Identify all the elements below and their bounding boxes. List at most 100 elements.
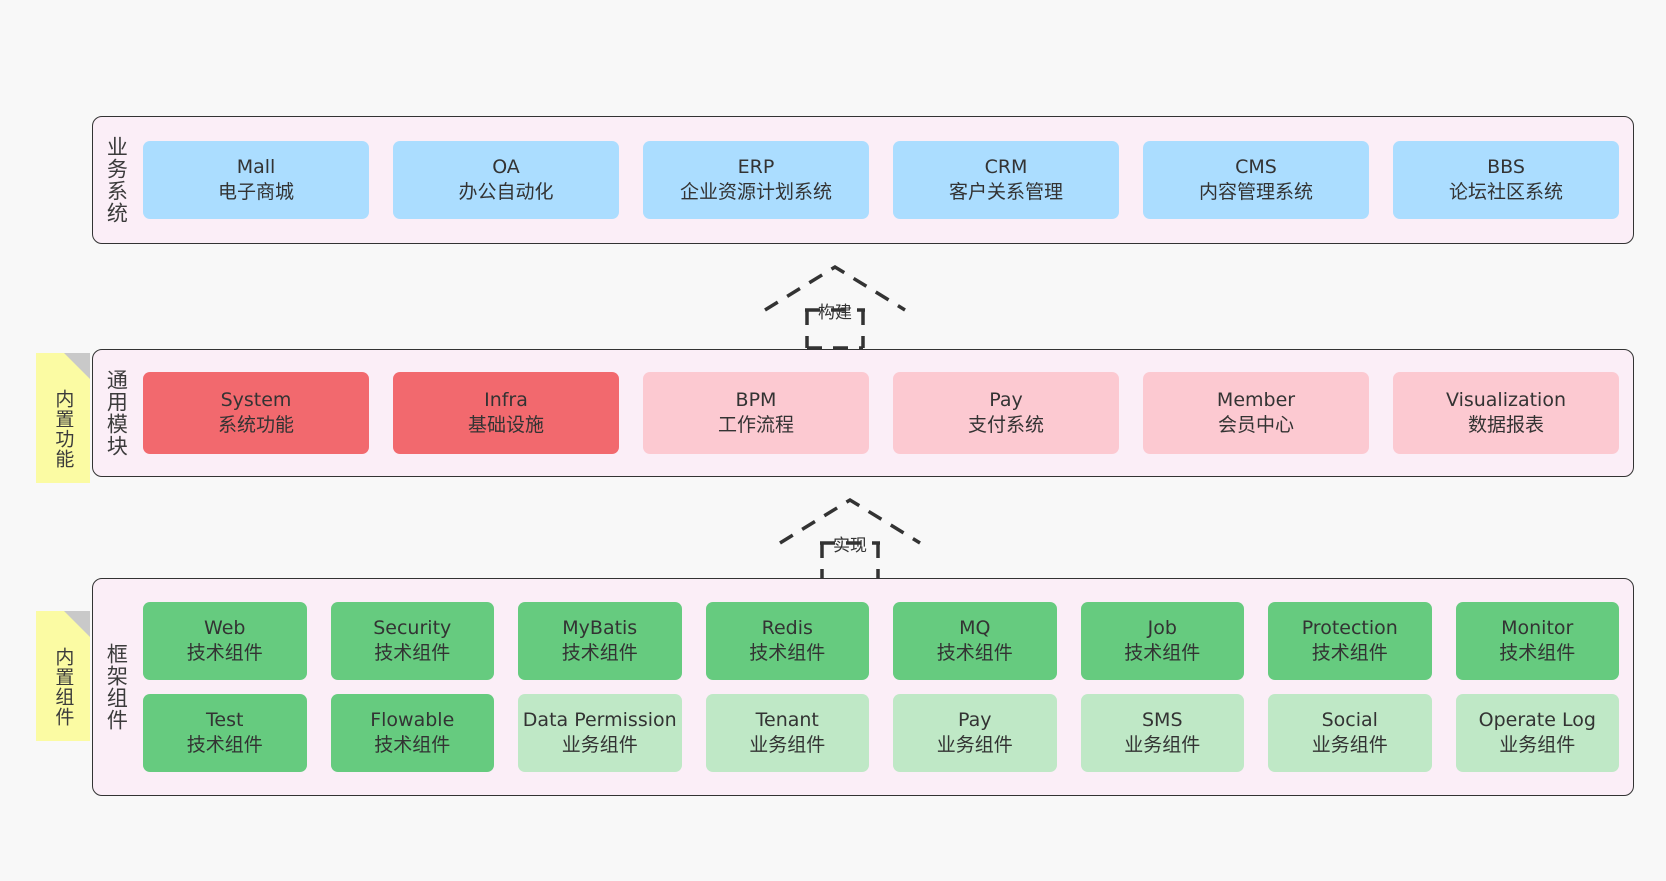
connector-label-build: 构建: [818, 303, 852, 323]
module-name: MQ: [959, 617, 991, 640]
module-subtitle: 技术组件: [186, 642, 263, 664]
module-box-bpm[interactable]: BPM 工作流程: [643, 372, 869, 454]
module-row: Web 技术组件 Security 技术组件 MyBatis 技术组件 Redi…: [143, 602, 1619, 680]
module-box-system[interactable]: System 系统功能: [143, 372, 369, 454]
module-name: Mall: [236, 156, 276, 179]
arrow-shaft: [805, 310, 865, 350]
module-box-test[interactable]: Test 技术组件: [143, 694, 307, 772]
module-name: Web: [204, 617, 246, 640]
layer-framework-components: 框架组件 Web 技术组件 Security 技术组件 MyBatis 技术组件…: [92, 578, 1634, 796]
module-box-monitor[interactable]: Monitor 技术组件: [1455, 602, 1619, 680]
module-box-operate-log[interactable]: Operate Log 业务组件: [1455, 694, 1619, 772]
module-name: Pay: [989, 389, 1023, 412]
module-name: Security: [373, 617, 452, 640]
layer-title-framework-components: 框架组件: [104, 643, 129, 731]
module-subtitle: 工作流程: [717, 414, 794, 436]
module-name: Operate Log: [1478, 709, 1596, 732]
module-name: BBS: [1487, 156, 1525, 179]
module-subtitle: 技术组件: [749, 642, 826, 664]
module-box-flowable[interactable]: Flowable 技术组件: [330, 694, 494, 772]
module-subtitle: 业务组件: [1311, 734, 1388, 756]
module-subtitle: 业务组件: [936, 734, 1013, 756]
module-subtitle: 业务组件: [1499, 734, 1576, 756]
layer-title-business-systems: 业务系统: [104, 136, 129, 224]
module-box-erp[interactable]: ERP 企业资源计划系统: [643, 141, 869, 219]
module-subtitle: 内容管理系统: [1198, 181, 1313, 203]
layer-general-modules: 通用模块 System 系统功能 Infra 基础设施 BPM 工作流程 Pay…: [92, 349, 1634, 477]
module-box-security[interactable]: Security 技术组件: [330, 602, 494, 680]
connector-build: 构建: [760, 262, 920, 350]
module-subtitle: 业务组件: [749, 734, 826, 756]
module-name: CRM: [984, 156, 1028, 179]
connector-implement: 实现: [775, 495, 935, 583]
module-subtitle: 技术组件: [374, 734, 451, 756]
module-subtitle: 业务组件: [1124, 734, 1201, 756]
module-subtitle: 办公自动化: [458, 181, 554, 203]
module-subtitle: 技术组件: [561, 642, 638, 664]
module-subtitle: 技术组件: [936, 642, 1013, 664]
connector-label-implement: 实现: [833, 536, 867, 556]
module-box-member[interactable]: Member 会员中心: [1143, 372, 1369, 454]
module-name: Visualization: [1445, 389, 1566, 412]
module-name: Test: [206, 709, 244, 732]
module-name: Infra: [484, 389, 528, 412]
page-fold-icon: [64, 353, 90, 379]
module-row: Mall 电子商城 OA 办公自动化 ERP 企业资源计划系统 CRM 客户关系…: [143, 141, 1619, 219]
module-box-tenant[interactable]: Tenant 业务组件: [705, 694, 869, 772]
module-box-protection[interactable]: Protection 技术组件: [1268, 602, 1432, 680]
module-row: Test 技术组件 Flowable 技术组件 Data Permission …: [143, 694, 1619, 772]
layer-business-systems: 业务系统 Mall 电子商城 OA 办公自动化 ERP 企业资源计划系统 CRM…: [92, 116, 1634, 244]
module-subtitle: 系统功能: [217, 414, 294, 436]
page-fold-icon: [64, 611, 90, 637]
layer-body-business-systems: Mall 电子商城 OA 办公自动化 ERP 企业资源计划系统 CRM 客户关系…: [139, 117, 1633, 243]
module-box-redis[interactable]: Redis 技术组件: [705, 602, 869, 680]
module-name: ERP: [737, 156, 775, 179]
module-box-crm[interactable]: CRM 客户关系管理: [893, 141, 1119, 219]
module-name: Tenant: [755, 709, 819, 732]
module-box-data-permission[interactable]: Data Permission 业务组件: [518, 694, 682, 772]
module-subtitle: 技术组件: [186, 734, 263, 756]
module-subtitle: 论坛社区系统: [1448, 181, 1563, 203]
module-name: SMS: [1141, 709, 1183, 732]
module-subtitle: 技术组件: [374, 642, 451, 664]
note-builtin-component: 内置组件: [36, 611, 90, 741]
module-subtitle: 数据报表: [1467, 414, 1544, 436]
module-subtitle: 客户关系管理: [948, 181, 1063, 203]
module-box-bbs[interactable]: BBS 论坛社区系统: [1393, 141, 1619, 219]
module-subtitle: 电子商城: [217, 181, 294, 203]
note-label: 内置组件: [52, 647, 75, 727]
module-subtitle: 支付系统: [967, 414, 1044, 436]
module-subtitle: 技术组件: [1311, 642, 1388, 664]
module-name: Social: [1321, 709, 1378, 732]
module-box-visualization[interactable]: Visualization 数据报表: [1393, 372, 1619, 454]
module-box-web[interactable]: Web 技术组件: [143, 602, 307, 680]
generalization-arrowhead-icon: [764, 264, 906, 312]
note-label: 内置功能: [52, 389, 75, 469]
module-box-sms[interactable]: SMS 业务组件: [1080, 694, 1244, 772]
arrow-shaft: [820, 543, 880, 583]
module-box-mall[interactable]: Mall 电子商城: [143, 141, 369, 219]
module-box-mybatis[interactable]: MyBatis 技术组件: [518, 602, 682, 680]
module-box-pay-component[interactable]: Pay 业务组件: [893, 694, 1057, 772]
module-subtitle: 技术组件: [1499, 642, 1576, 664]
module-box-oa[interactable]: OA 办公自动化: [393, 141, 619, 219]
module-subtitle: 技术组件: [1124, 642, 1201, 664]
module-name: System: [220, 389, 292, 412]
module-name: Job: [1147, 617, 1177, 640]
module-name: Data Permission: [522, 709, 677, 732]
module-name: Pay: [958, 709, 992, 732]
module-box-infra[interactable]: Infra 基础设施: [393, 372, 619, 454]
module-name: BPM: [735, 389, 777, 412]
module-name: Protection: [1301, 617, 1398, 640]
module-box-social[interactable]: Social 业务组件: [1268, 694, 1432, 772]
module-name: CMS: [1235, 156, 1277, 179]
layer-title-general-modules: 通用模块: [104, 369, 129, 457]
module-subtitle: 会员中心: [1217, 414, 1294, 436]
module-box-job[interactable]: Job 技术组件: [1080, 602, 1244, 680]
note-builtin-function: 内置功能: [36, 353, 90, 483]
module-box-mq[interactable]: MQ 技术组件: [893, 602, 1057, 680]
module-subtitle: 基础设施: [467, 414, 544, 436]
module-box-pay[interactable]: Pay 支付系统: [893, 372, 1119, 454]
module-box-cms[interactable]: CMS 内容管理系统: [1143, 141, 1369, 219]
